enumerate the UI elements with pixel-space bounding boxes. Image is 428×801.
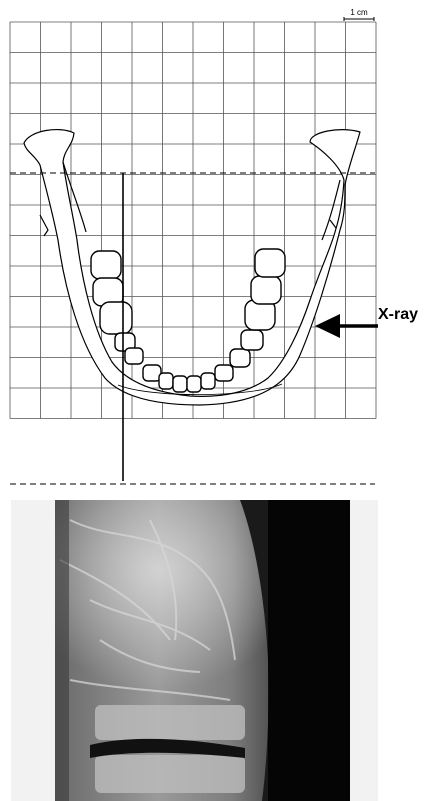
tooth <box>159 373 173 389</box>
xray-arrow <box>315 314 378 338</box>
mandible-outline <box>24 130 360 405</box>
tooth <box>215 365 233 381</box>
tooth <box>201 373 215 389</box>
tooth <box>173 376 187 392</box>
tooth <box>255 249 285 277</box>
radiograph-image <box>11 500 378 801</box>
tooth <box>230 349 250 367</box>
tooth <box>251 276 281 304</box>
tooth <box>91 251 121 279</box>
tooth <box>241 330 263 350</box>
tooth <box>100 302 132 334</box>
xray-label: X-ray <box>378 306 418 323</box>
tooth <box>187 376 201 392</box>
scale-bar: 1 cm <box>344 8 374 21</box>
scale-bar-label: 1 cm <box>350 8 368 17</box>
tooth <box>125 348 143 364</box>
